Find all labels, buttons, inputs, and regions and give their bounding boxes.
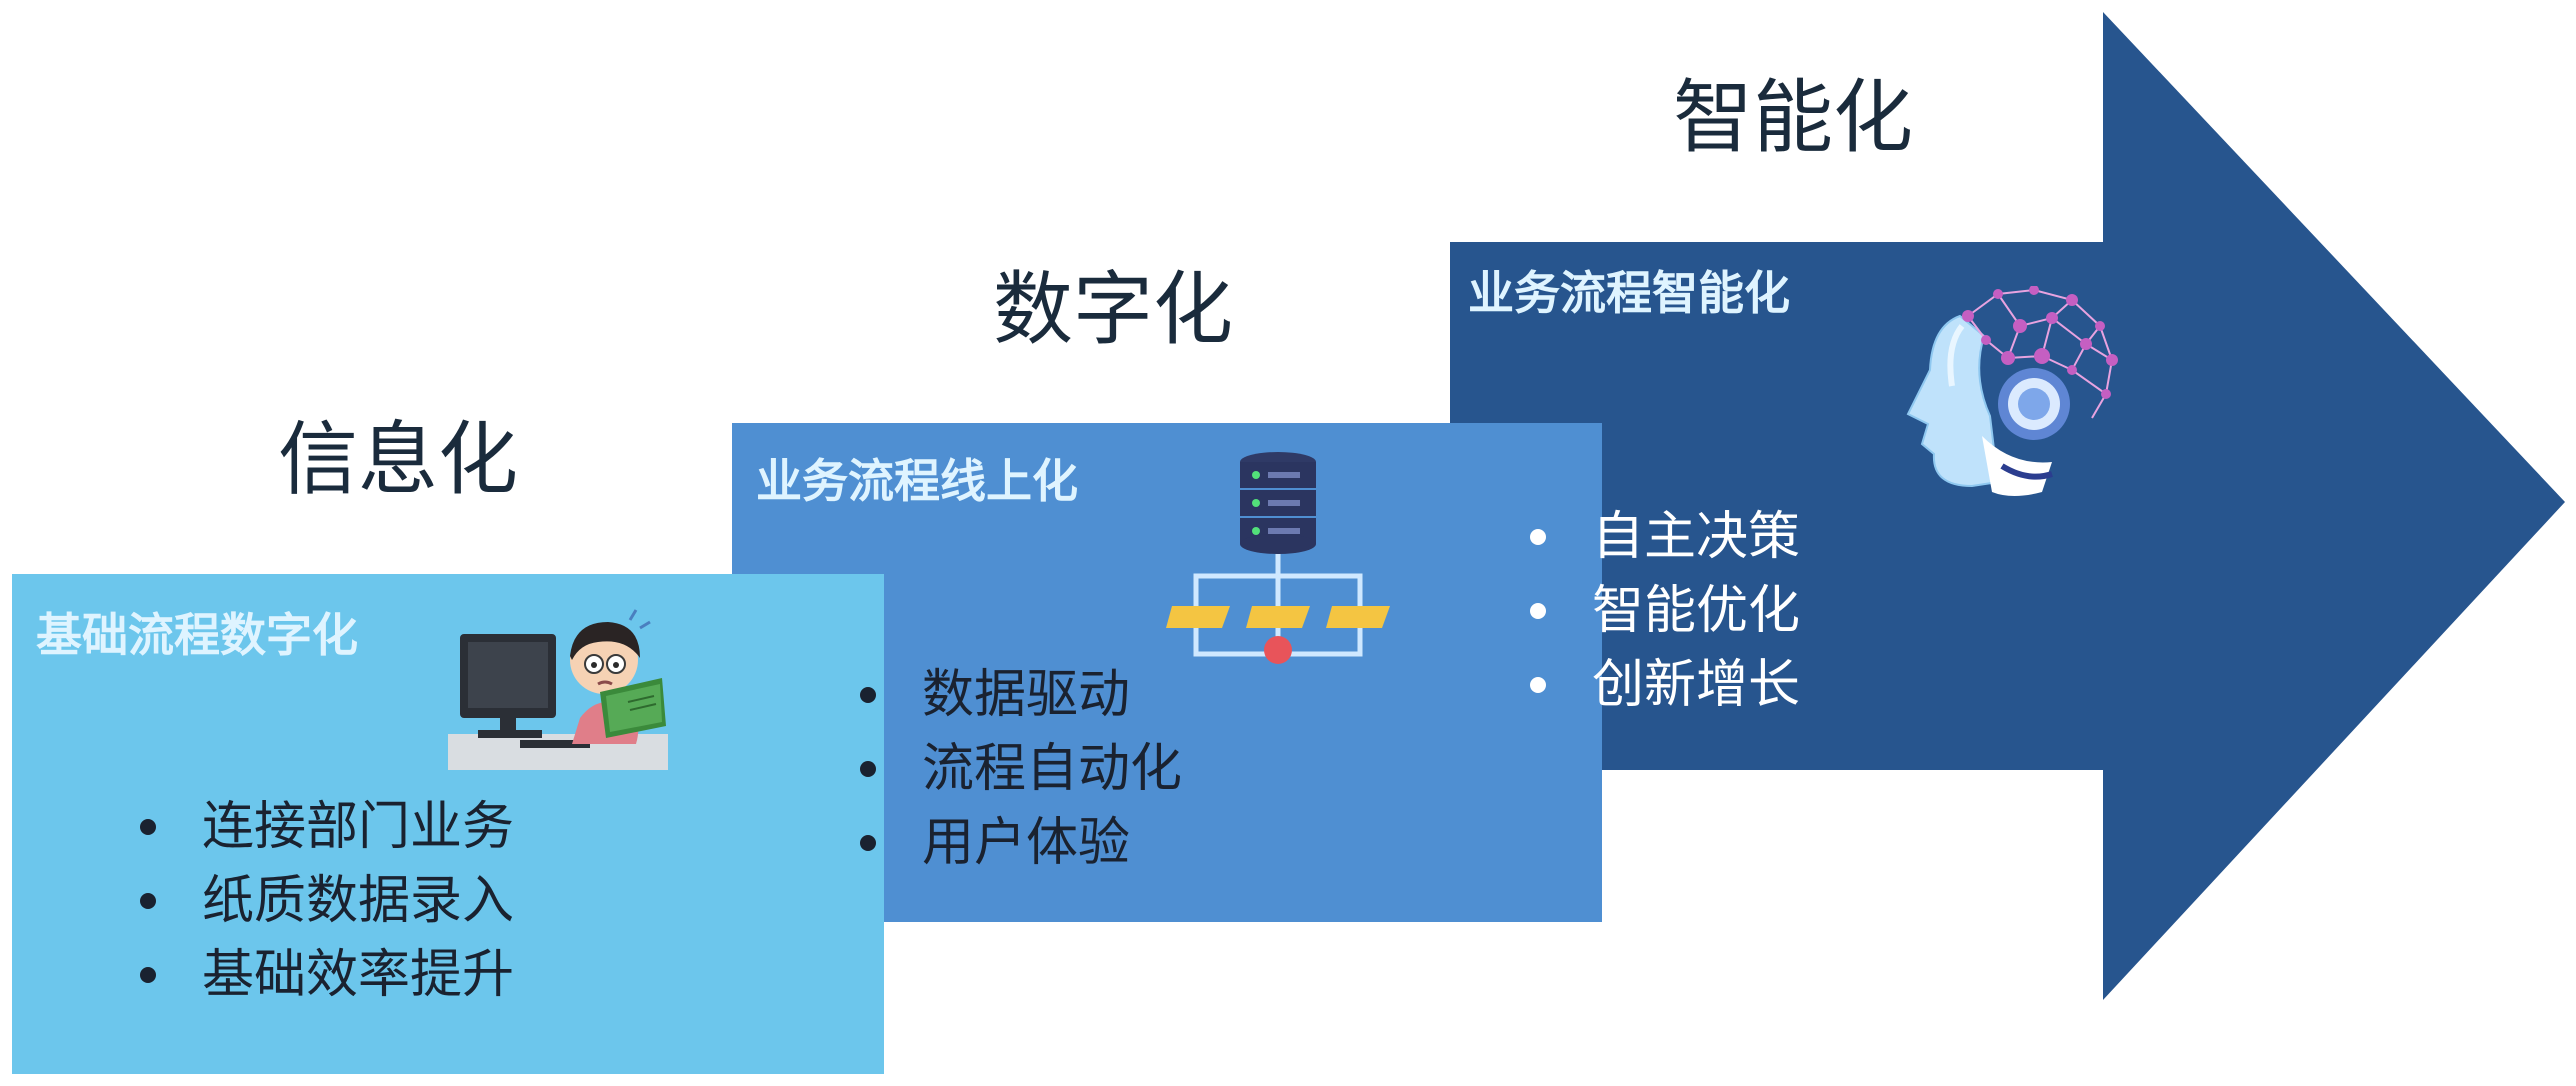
list-item: 基础效率提升 [130,938,514,1012]
stage3-arrow [1450,12,2565,1000]
list-item: 纸质数据录入 [130,864,514,938]
list-item: 流程自动化 [850,732,1182,806]
bullet-dot [860,835,876,851]
stage1-bullet-list: 连接部门业务 纸质数据录入 基础效率提升 [130,790,514,1012]
stage1-title: 信息化 [278,413,518,506]
bullet-dot [1530,603,1546,619]
list-item: 数据驱动 [850,658,1182,732]
stage2-title: 数字化 [993,263,1233,356]
list-item: 智能优化 [1520,574,1800,648]
bullet-dot [140,819,156,835]
stage1-subtitle: 基础流程数字化 [36,608,358,662]
bullet-dot [1530,677,1546,693]
stage3-bullet-list: 自主决策 智能优化 创新增长 [1520,500,1800,722]
stage3-subtitle: 业务流程智能化 [1468,266,1790,320]
bullet-dot [860,761,876,777]
database-flow-icon [1166,452,1390,664]
person-reading-at-computer-icon [448,609,668,770]
ai-head-icon [1906,286,2118,496]
bullet-dot [140,893,156,909]
list-item: 创新增长 [1520,648,1800,722]
stage2-subtitle: 业务流程线上化 [756,454,1078,508]
bullet-dot [140,967,156,983]
list-item: 用户体验 [850,806,1182,880]
list-item: 自主决策 [1520,500,1800,574]
stage3-title: 智能化 [1673,71,1913,164]
bullet-dot [860,687,876,703]
list-item: 连接部门业务 [130,790,514,864]
bullet-dot [1530,529,1546,545]
stage1-box [12,574,884,1074]
stage2-bullet-list: 数据驱动 流程自动化 用户体验 [850,658,1182,880]
